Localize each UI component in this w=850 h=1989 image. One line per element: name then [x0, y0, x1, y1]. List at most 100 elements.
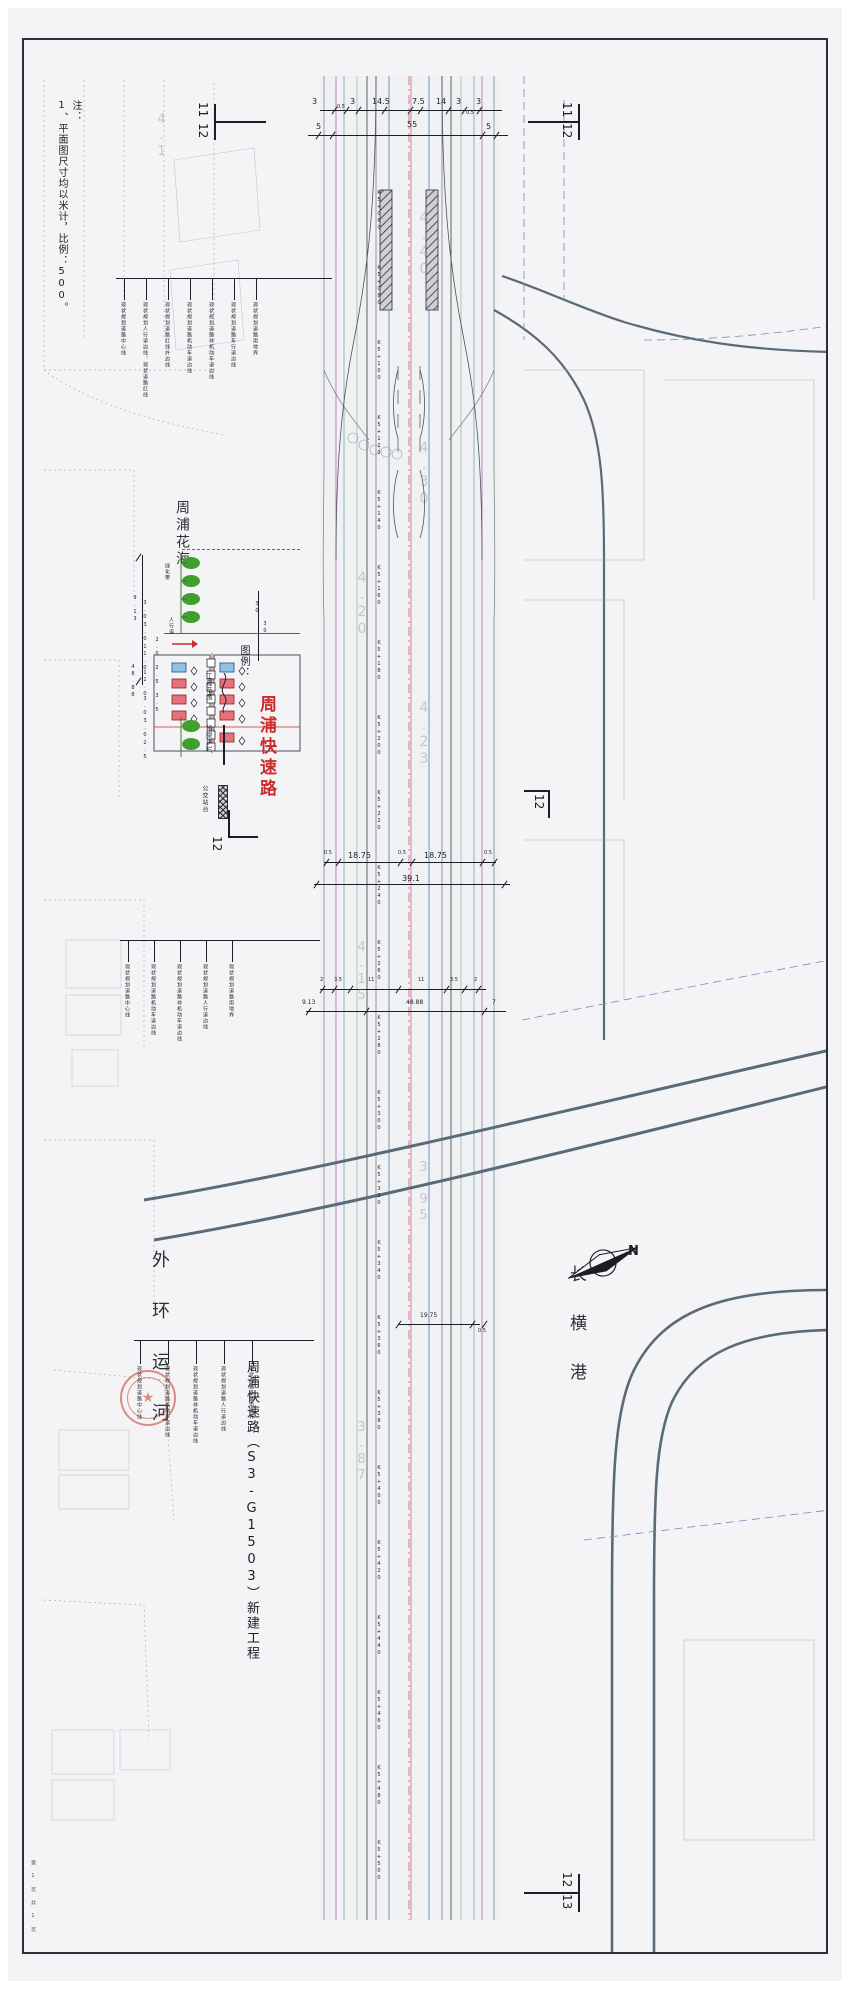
legend-block: 图例： 工程范围 桥梁护栏 公交站台	[184, 645, 304, 835]
cross-section-detail: 9.13 2.0 2.5 3.5	[124, 545, 304, 757]
station-label: K5+260	[376, 940, 382, 982]
section-marker-12-13[interactable]: 12 13	[524, 1870, 598, 1916]
dim-top-14: 14	[436, 97, 447, 106]
dim-low-4: 3.5	[450, 977, 458, 983]
station-label: K5+500	[376, 1840, 382, 1882]
callout-bottom-3: 现状规划道路人行道边线	[220, 1366, 226, 1432]
legend-symbol-wave-line	[221, 673, 227, 713]
dim-chain-mid: 0.5 18.75 0.5 18.75 0.5 39.1	[313, 850, 514, 892]
section-marker-bottom-upper: 12	[560, 1872, 574, 1888]
callout-mid-4: 现状规划道路用地界	[228, 964, 234, 1018]
sheet-number: 第 1 页 共 1 页	[30, 1860, 36, 1933]
notes-heading: 注：	[70, 100, 81, 122]
dim-top-05a: 0.5	[337, 104, 345, 110]
callout-upper-4: 现状规划道路非机动车道边线	[208, 302, 214, 380]
north-arrow-letter: N	[628, 1244, 639, 1259]
callout-upper-5: 现状规划道路车行道边线	[230, 302, 236, 368]
section-marker-12-right[interactable]: 12	[524, 790, 570, 824]
dim-low-2: 11	[368, 977, 375, 983]
dim-mid-4: 0.5	[484, 850, 492, 856]
callout-upper-2: 现状规划道路红线外边线	[164, 302, 170, 368]
dim-low2-2: 7	[492, 999, 496, 1006]
dim-top-05b: 0.5	[466, 110, 474, 116]
section-marker-upper-label: 11	[196, 102, 210, 118]
ghost-elev: 3.95	[416, 1160, 431, 1224]
section-marker-lower-label-r: 12	[560, 123, 574, 139]
station-label: K5+460	[376, 1690, 382, 1732]
legend-label-0: 工程范围	[205, 673, 212, 701]
dim-bot-1: 0.5	[478, 1328, 486, 1334]
dim-top-3d: 3	[476, 97, 482, 106]
section-elev-chain: 2.0 2.5 3.5	[154, 637, 160, 714]
dim-chain-bottom: 19.75 0.5	[394, 1310, 514, 1344]
legend-symbol-hatch-block	[218, 785, 228, 819]
station-label: K5+280	[376, 1015, 382, 1057]
station-label: K5+200	[376, 715, 382, 757]
section-marker-12-left-label: 12	[210, 836, 224, 852]
ghost-elev: 4.23	[416, 700, 432, 768]
section-elev-left: 9.13	[132, 595, 138, 623]
section-lane-total: 48.88	[130, 664, 136, 699]
project-title: 周浦快速路（S3-G1503）新建工程	[244, 1360, 259, 1661]
dim-mid-3: 18.75	[424, 851, 447, 860]
place-label-zhoupu-huahai: 周浦花海	[174, 500, 190, 568]
station-label: K5+100	[376, 340, 382, 382]
section-lane-dim-0: 3.0	[142, 600, 148, 621]
callout-upper-0: 现状规划道路中心线	[120, 302, 126, 356]
drawing-sheet: 3 0.5 3 14.5 7.5 14 3 3 0.5 5 55 5 11 12	[8, 8, 842, 1981]
dim-top-145: 14.5	[372, 97, 390, 106]
section-label-greenbelt: 绿化带	[164, 563, 170, 581]
section-marker-11-12-left[interactable]: 11 12	[196, 100, 266, 144]
station-label: K5+080	[376, 265, 382, 307]
callout-upper-1: 现状规划人行道边线、现状道路红线	[142, 302, 148, 398]
callout-mid-1: 现状规划道路机动车道边线	[150, 964, 156, 1036]
station-label: K5+120	[376, 415, 382, 457]
station-label: K5+400	[376, 1465, 382, 1507]
station-label: K5+440	[376, 1615, 382, 1657]
section-marker-bottom-lower: 13	[560, 1894, 574, 1910]
dim-chain-lower: 2 3.5 11 11 3.5 2 9.13 48.88 7	[302, 975, 516, 1021]
dim-top2-5a: 5	[316, 122, 322, 131]
callout-mid-3: 现状规划道路人行道边线	[202, 964, 208, 1030]
dim-top2-5b: 5	[486, 122, 492, 131]
station-label: K5+060	[376, 190, 382, 232]
station-label: K5+380	[376, 1390, 382, 1432]
station-label: K5+160	[376, 565, 382, 607]
sheet-canvas: 3 0.5 3 14.5 7.5 14 3 3 0.5 5 55 5 11 12	[24, 40, 826, 1952]
dim-top-75: 7.5	[412, 97, 425, 106]
dim-mid-0: 0.5	[324, 850, 332, 856]
dim-top-3b: 3	[350, 97, 356, 106]
dim-low2-0: 9.13	[302, 999, 316, 1006]
dim-top-3a: 3	[312, 97, 318, 106]
dim-low-1: 3.5	[334, 977, 342, 983]
section-lane-dim-4: 3.0	[142, 696, 148, 717]
legend-label-2: 公交站台	[201, 785, 208, 813]
station-label: K5+360	[376, 1315, 382, 1357]
ghost-elev: 4.1	[154, 112, 169, 160]
dim-mid-1: 18.75	[348, 851, 371, 860]
station-label: K5+140	[376, 490, 382, 532]
drawing-title-zhoupu-expressway: 周浦快速路	[256, 695, 276, 800]
north-arrow: N	[558, 1228, 639, 1290]
dim-low-5: 2	[474, 977, 478, 983]
ghost-elev: 3.87	[354, 1420, 369, 1484]
callout-mid-0: 现状规划道路中心线	[124, 964, 130, 1018]
dim-low2-1: 48.88	[406, 999, 424, 1006]
ghost-elev: 4.40	[416, 210, 432, 278]
station-label: K5+300	[376, 1090, 382, 1132]
legend-label-1: 桥梁护栏	[205, 725, 212, 753]
section-label-sidewalk: 人行道	[168, 617, 174, 635]
notes-item-0: 1、平面图尺寸均以米计，比例：500。	[56, 100, 67, 313]
station-label: K5+220	[376, 790, 382, 832]
section-marker-11-12-right[interactable]: 11 12	[528, 100, 598, 144]
ghost-elev: 4.15	[354, 940, 369, 1004]
station-label: K5+240	[376, 865, 382, 907]
ghost-elev: 4.20	[354, 570, 370, 638]
river-label-waihuan: 外 环 运 河	[149, 1250, 170, 1427]
section-marker-upper-label-r: 11	[560, 102, 574, 118]
dim-mid-total: 39.1	[402, 874, 420, 883]
section-lane-dim-3: 11.0	[142, 670, 148, 698]
callout-bottom-2: 现状规划道路非机动车道边线	[192, 1366, 198, 1444]
station-label: K5+340	[376, 1240, 382, 1282]
section-marker-12-left[interactable]: 12	[210, 810, 270, 851]
